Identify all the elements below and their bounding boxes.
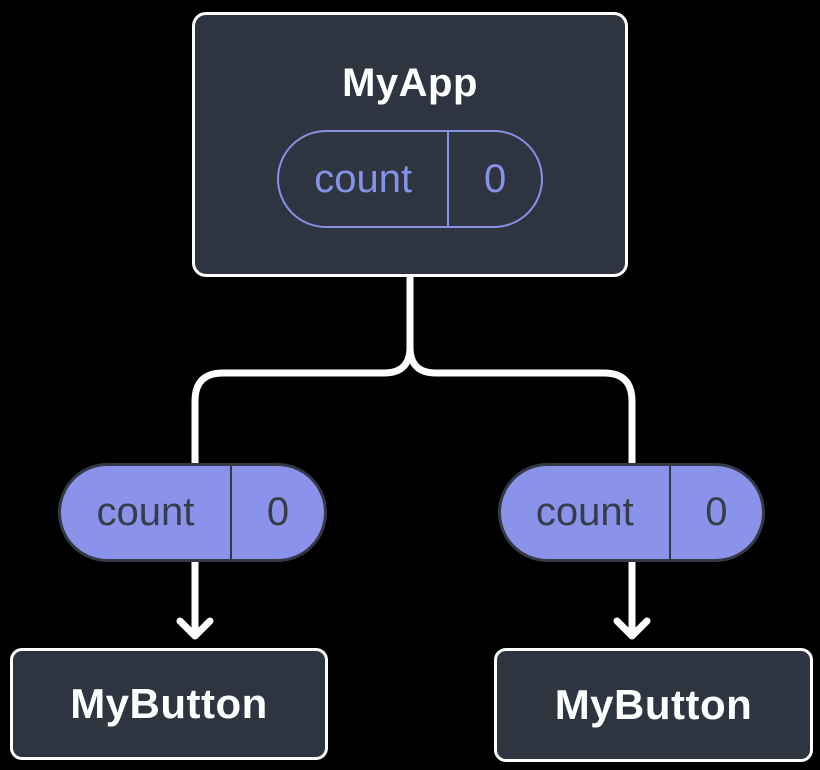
prop-pill-left: count 0	[58, 463, 327, 562]
arrowhead-down-icon	[613, 617, 651, 640]
node-myapp: MyApp count 0	[192, 12, 628, 277]
node-mybutton-label: MyButton	[554, 681, 753, 728]
prop-name: count	[501, 466, 671, 559]
node-mybutton-right: MyButton	[494, 648, 813, 762]
arrowhead-down-icon	[176, 617, 214, 640]
state-name: count	[279, 132, 450, 226]
state-value: 0	[484, 156, 507, 201]
prop-pill-right: count 0	[498, 463, 765, 562]
prop-name: count	[61, 466, 232, 559]
branch-line-left	[191, 273, 414, 634]
node-mybutton-label: MyButton	[70, 680, 268, 727]
state-pill-myapp: count 0	[277, 130, 543, 228]
prop-value: 0	[705, 490, 728, 534]
branch-line-right	[406, 273, 636, 634]
node-mybutton-left: MyButton	[10, 648, 328, 760]
node-myapp-title: MyApp	[342, 61, 478, 105]
prop-value: 0	[266, 490, 290, 534]
